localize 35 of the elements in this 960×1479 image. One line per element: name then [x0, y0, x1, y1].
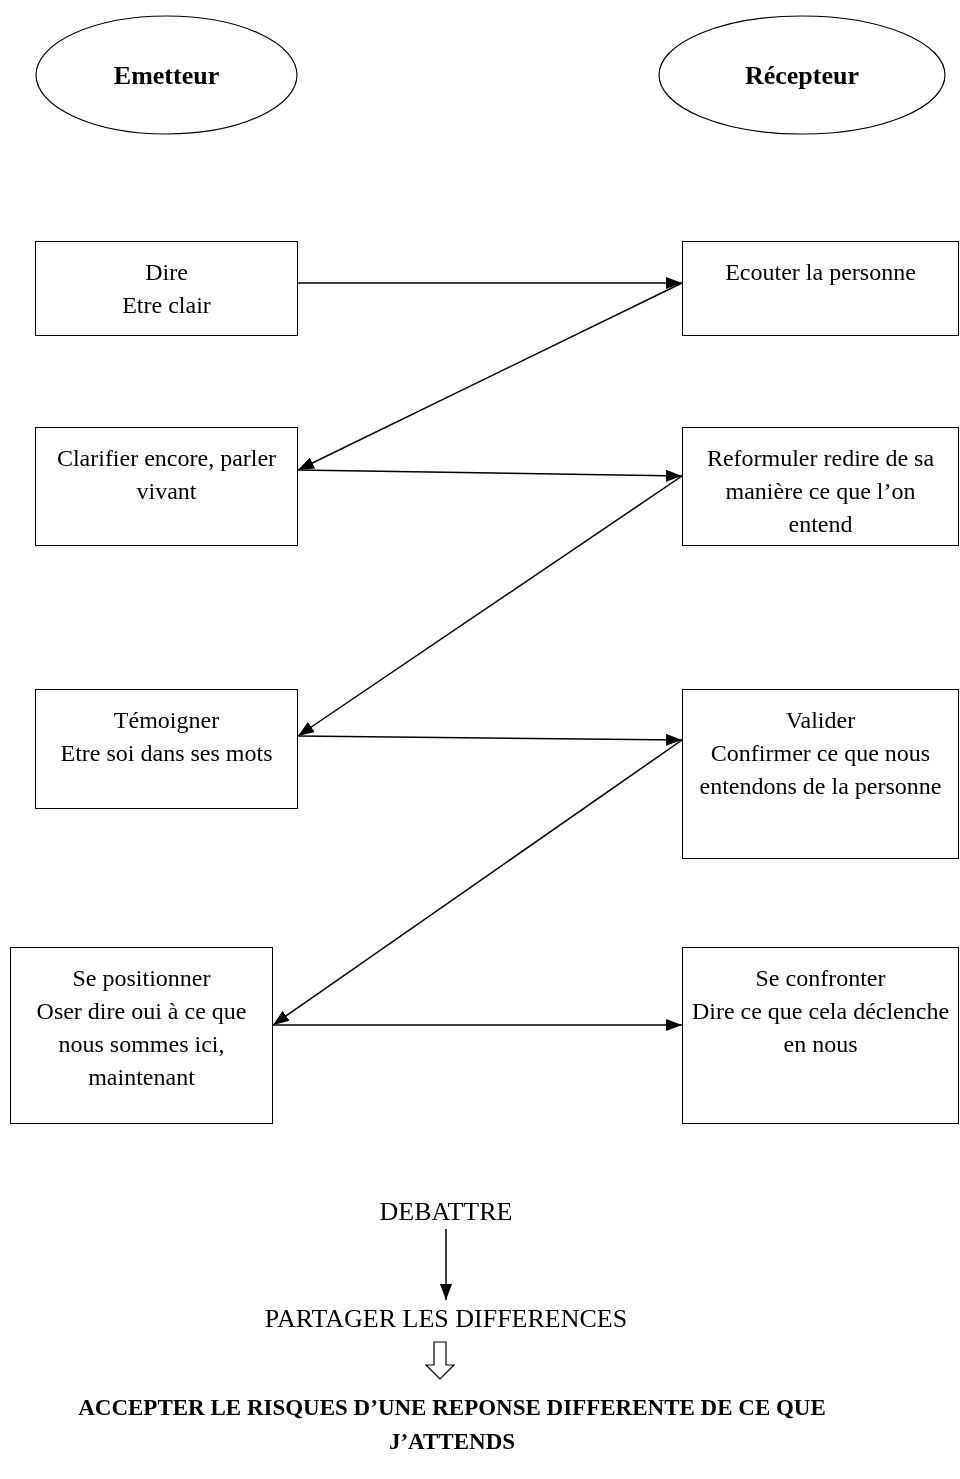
node-text: Clarifier encore, parler vivant — [55, 444, 278, 506]
block-arrow — [424, 1341, 456, 1380]
arrow — [297, 475, 683, 737]
arrow — [297, 277, 683, 289]
process-box — [682, 241, 959, 336]
node-text: Se positionner — [72, 964, 211, 993]
process-box — [682, 947, 959, 1124]
flow-text: ACCEPTER LE RISQUES D’UNE REPONSE DIFFERENTE DE CE QUE J’ATTENDS — [77, 1394, 827, 1456]
process-box — [682, 427, 959, 546]
node-title: Récepteur — [744, 59, 860, 92]
process-box — [682, 689, 959, 859]
node-text: Se confronter — [755, 964, 886, 993]
node-text: Valider — [785, 706, 856, 735]
node-text: Dire ce que cela déclenche en nous — [691, 997, 950, 1059]
node-text: Etre clair — [122, 291, 211, 320]
node-text: Oser dire oui à ce que nous sommes ici, maintenant — [35, 997, 248, 1092]
node-title: Emetteur — [113, 59, 220, 92]
process-box — [35, 427, 298, 546]
flow-text: DEBATTRE — [379, 1195, 513, 1228]
flow-text: PARTAGER LES DIFFERENCES — [264, 1302, 628, 1335]
node-text: Témoigner — [113, 706, 220, 735]
process-box — [10, 947, 273, 1124]
arrow — [297, 733, 683, 746]
process-box — [35, 241, 298, 336]
process-box — [35, 689, 298, 809]
node-text: Etre soi dans ses mots — [60, 739, 273, 768]
node-text: Confirmer ce que nous entendons de la personne — [698, 739, 943, 801]
arrow — [297, 282, 683, 471]
arrow — [272, 1019, 683, 1031]
node-text: Reformuler redire de sa manière ce que l’on entend — [705, 444, 936, 539]
arrow — [272, 739, 683, 1026]
node-text: Dire — [145, 258, 188, 287]
node-text: Ecouter la personne — [725, 258, 916, 287]
arrow — [440, 1228, 452, 1301]
arrow — [297, 469, 683, 482]
